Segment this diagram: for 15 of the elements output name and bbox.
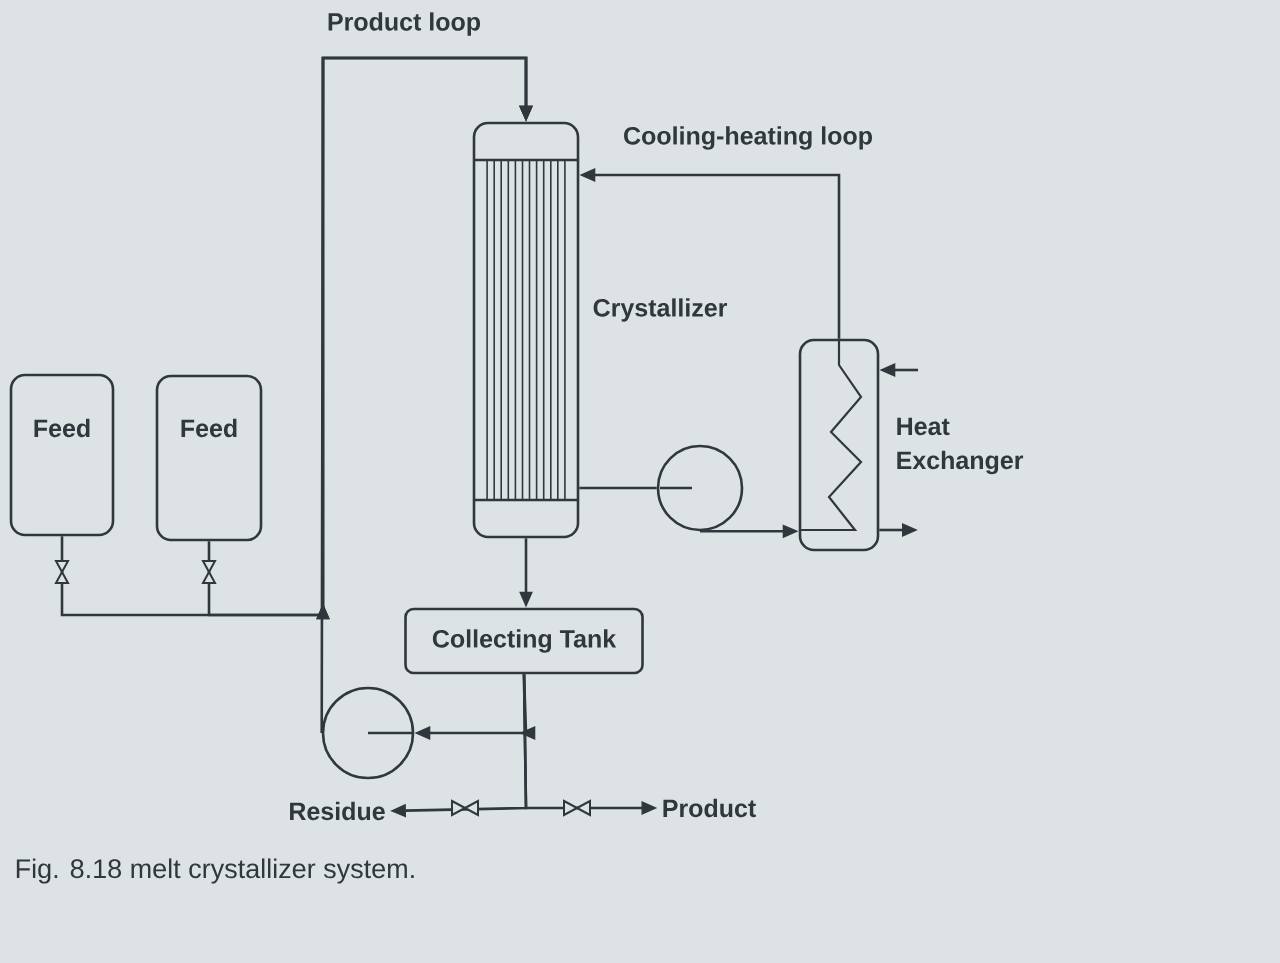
pump-symbol — [321, 686, 415, 780]
pump-symbol — [656, 444, 744, 532]
edge-label: Product loop — [324, 10, 484, 38]
stream-label: Product — [663, 798, 756, 818]
tank-box: Collecting Tank — [404, 607, 644, 675]
flow-line — [579, 486, 657, 490]
edge-label: Cooling-heating loop — [621, 124, 875, 152]
flow-line — [320, 56, 533, 733]
caption: Fig. 8.18 melt crystallizer system. — [16, 858, 414, 884]
feed-tank: Feed — [155, 374, 263, 542]
node-label: Crystallizer — [593, 298, 728, 322]
node-label: Heat Exchanger — [897, 417, 1024, 475]
stream-label: Residue — [290, 801, 385, 821]
heat-exchanger: Heat Exchanger — [798, 338, 1024, 552]
feed-tank: Feed — [9, 373, 115, 537]
